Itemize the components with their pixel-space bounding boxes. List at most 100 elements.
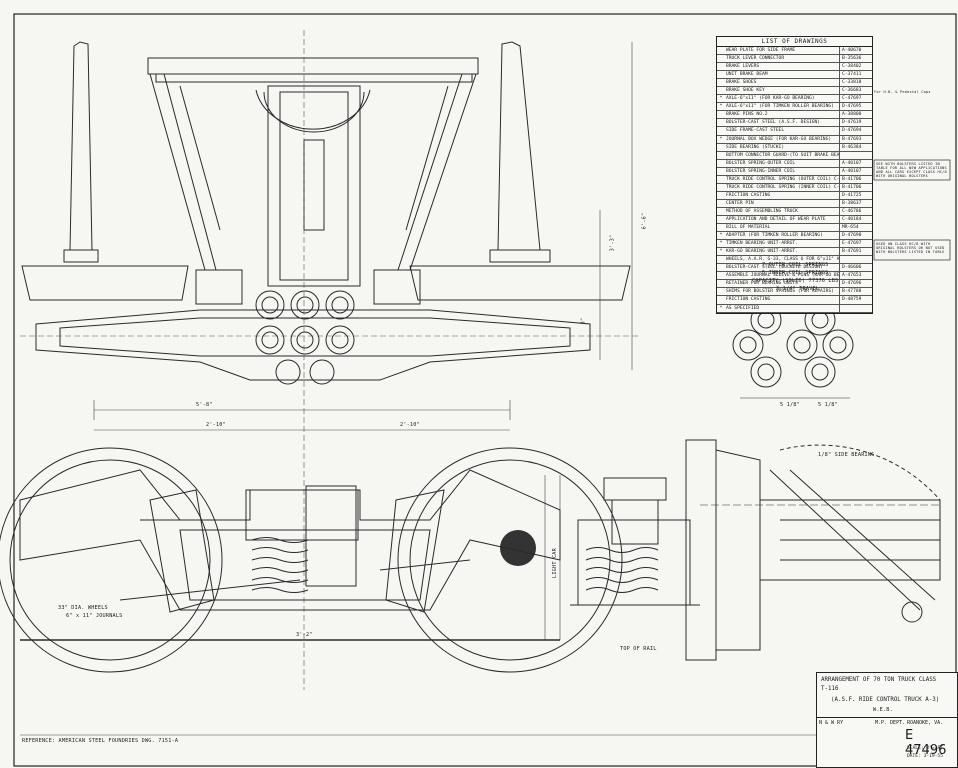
drawing-list-row: ASSEMBLE JOURNAL SLEEVE & PINS (KAR-GO B… <box>717 272 872 281</box>
drawing-list-desc: BOTTOM CONNECTOR GUARD-(TO SUIT BRAKE BE… <box>726 151 840 159</box>
section-view <box>570 477 700 606</box>
drawing-list-number: E-47697 <box>842 241 862 247</box>
drawing-list-desc: BRAKE SHOES <box>725 79 840 87</box>
drawing-list-number: D-47690 <box>842 233 862 239</box>
drawing-list-number: D-47694 <box>842 128 862 134</box>
drawing-list-number: MR-654 <box>842 225 859 231</box>
drawing-list-desc: TIMKEN BEARING UNIT-ARRGT. <box>725 240 840 248</box>
drawing-list-desc: WHEELS, A.A.R. G-33, CLASS U FOR 6"x11" … <box>726 256 840 264</box>
dim-5-8-small-b: 5 1/8" <box>818 402 838 408</box>
drawing-list-mark: * <box>719 233 723 239</box>
drawing-list-number: C-37411 <box>842 72 862 78</box>
drawing-list-desc: CENTER PIN <box>725 199 840 207</box>
spring-note-line1: 7 OUTER COIL SPRINGS <box>762 262 829 268</box>
drawing-list-row: *AS SPECIFIED <box>717 304 872 313</box>
drawing-list-number: B-47691 <box>842 249 862 255</box>
drawing-list-number: B-47788 <box>842 289 862 295</box>
list-of-drawings-table: LIST OF DRAWINGS WEAR PLATE FOR SIDE FRA… <box>716 36 873 314</box>
side-note-3: For H.B. & Pedestal Caps <box>874 90 931 94</box>
dim-3: 3" <box>580 317 587 325</box>
spring-note-line3: CAPACITY (SOLID) 77376 LBS <box>752 278 839 284</box>
drawing-list-mark <box>717 87 725 94</box>
drawing-list-mark: * <box>719 241 723 247</box>
drawing-list-row: SIDE BEARING (STUCKI)B-46384 <box>717 143 872 152</box>
dim-5-8: 5'-8" <box>196 402 213 408</box>
drawing-list-mark <box>717 264 725 271</box>
drawing-number: E 47496 <box>905 728 947 758</box>
drawing-list-mark <box>717 296 725 303</box>
title-initials: W.E.B. <box>873 707 893 713</box>
drawing-list-number: C-47697 <box>842 96 862 102</box>
label-light-car: LIGHT CAR <box>551 548 558 578</box>
drawing-list-mark <box>717 119 725 126</box>
drawing-list-number: D-47696 <box>842 281 862 287</box>
drawing-list-desc: SIDE FRAME-CAST STEEL <box>725 127 840 135</box>
side-elevation <box>0 447 623 673</box>
drawing-list-number: D-47695 <box>842 104 862 110</box>
title-line1: ARRANGEMENT OF 70 TON TRUCK CLASS <box>821 677 937 683</box>
drawing-list-number: A-40670 <box>842 48 862 53</box>
drawing-list-number: B-46384 <box>842 144 862 150</box>
drawing-list-desc: TRUCK LEVER CONNECTOR <box>725 55 840 63</box>
list-of-drawings-title: LIST OF DRAWINGS <box>717 37 872 47</box>
drawing-list-desc: METHOD OF ASSEMBLING TRUCK <box>725 207 840 215</box>
drawing-list-mark <box>717 192 725 199</box>
drawing-list-number: A-47653 <box>842 273 862 279</box>
dim-3-3: 3'-3" <box>609 234 616 252</box>
drawing-list-mark <box>717 79 725 86</box>
dim-2-10-left: 2'-10" <box>206 422 226 428</box>
side-note-1: SEE WITH BOLSTERS LISTED IN TABLE FOR AL… <box>876 162 947 178</box>
drawing-list-number: A-40107 <box>842 160 862 166</box>
drawing-list-desc: FRICTION CASTING <box>725 191 840 199</box>
drawing-list-desc: WEAR PLATE FOR SIDE FRAME <box>725 47 840 55</box>
drawing-list-desc: TRUCK RIDE CONTROL SPRING (INNER COIL) C… <box>726 183 840 191</box>
drawing-list-row: *ADAPTER (FOR TIMKEN ROLLER BEARING)D-47… <box>717 232 872 241</box>
side-note-2: USED ON CLASS HC/8 WITH ORIGINAL BOLSTER… <box>876 242 945 254</box>
drawing-list-mark: * <box>719 249 723 255</box>
drawing-list-row: BOTTOM CONNECTOR GUARD-(TO SUIT BRAKE BE… <box>717 151 872 160</box>
drawing-list-desc: AS SPECIFIED <box>725 304 840 312</box>
drawing-list-number: B-38637 <box>842 200 862 206</box>
drawing-list-number: B-35636 <box>842 56 862 62</box>
label-journals: 6" x 11" JOURNALS <box>66 613 123 619</box>
label-top-of-rail: TOP OF RAIL <box>620 646 657 652</box>
label-reference: REFERENCE: AMERICAN STEEL FOUNDRIES DWG.… <box>22 738 179 744</box>
drawing-list-mark <box>717 55 725 62</box>
drawing-list-number: D-46606 <box>842 265 862 271</box>
drawing-list-mark: * <box>719 136 723 142</box>
drawing-list-desc: SHIMS FOR BOLSTER SPRINGS (FOR REPAIRS) <box>725 288 840 296</box>
dim-side-bearing: 1/8" SIDE BEARING <box>818 452 875 458</box>
drawing-list-number <box>840 305 872 312</box>
drawing-list-row: *TIMKEN BEARING UNIT-ARRGT.E-47697 <box>717 240 872 249</box>
title-subblock: N & W RY M.P. DEPT. ROANOKE, VA. E 47496… <box>817 717 957 768</box>
spring-note-line2: 5 INNER COIL SPRINGS <box>762 270 829 276</box>
title-scale: SCALE: 3"=1FT. <box>907 746 946 751</box>
label-wheels: 33" DIA. WHEELS <box>58 605 108 611</box>
drawing-list-desc: KAR-GO BEARING UNIT-ARRGT. <box>725 248 840 256</box>
drawing-list-desc: SIDE BEARING (STUCKI) <box>725 143 840 151</box>
drawing-list-desc: BRAKE PINS NO.2 <box>725 111 840 119</box>
drawing-list-mark <box>717 160 725 167</box>
drawing-list-desc: BRAKE LEVERS <box>725 63 840 71</box>
drawing-list-desc: RETAINER FOR BEARING UNITS <box>725 280 840 288</box>
drawing-list-row: *KAR-GO BEARING UNIT-ARRGT.B-47691 <box>717 248 872 257</box>
drawing-list-desc: BOLSTER SPRING-INNER COIL <box>725 167 840 175</box>
drawing-list-mark <box>717 224 725 231</box>
drawing-list-row: WHEELS, A.A.R. G-33, CLASS U FOR 6"x11" … <box>717 256 872 265</box>
drawing-list-number: D-47619 <box>842 120 862 126</box>
title-location: ROANOKE, VA. <box>907 720 944 726</box>
drawing-list-row: BOLSTER-CAST STEEL (A.S.F. DESIGN)D-4761… <box>717 119 872 128</box>
end-view <box>685 439 941 661</box>
title-company: N & W RY <box>819 720 844 726</box>
drawing-list-mark: * <box>719 96 723 102</box>
